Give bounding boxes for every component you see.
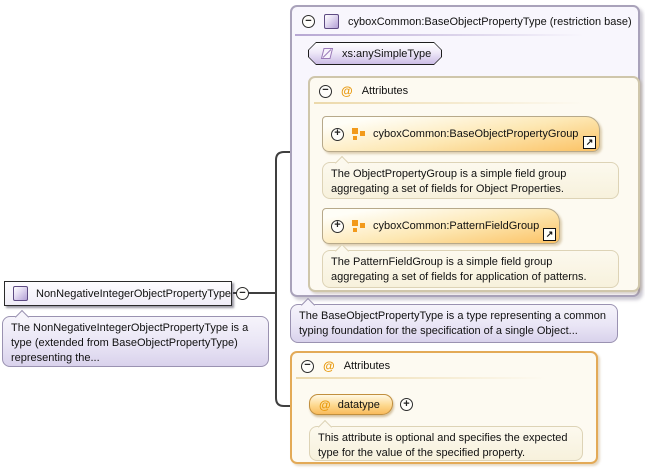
own-attributes-section: − @ Attributes @ datatype + This attribu… — [290, 351, 598, 464]
root-type-label: NonNegativeIntegerObjectPropertyType — [36, 287, 232, 300]
root-type-doc-text: The NonNegativeIntegerObjectPropertyType… — [11, 322, 249, 364]
expand-toggle-group[interactable]: + — [331, 219, 344, 233]
attr-group-base-object-property-group[interactable]: + cyboxCommon:BaseObjectPropertyGroup ↗ — [322, 116, 600, 152]
attr-name-label: datatype — [337, 398, 380, 411]
attr-group-doc: The ObjectPropertyGroup is a simple fiel… — [322, 155, 619, 199]
attributes-header: − @ Attributes — [301, 359, 390, 373]
base-type-doc: The BaseObjectPropertyType is a type rep… — [290, 297, 618, 343]
attributes-label: Attributes — [361, 85, 409, 97]
simple-type-icon — [319, 47, 334, 60]
type-box-root[interactable]: NonNegativeIntegerObjectPropertyType — [4, 281, 232, 306]
attr-group-label: cyboxCommon:BaseObjectPropertyGroup — [373, 128, 579, 140]
panel-header: − cyboxCommon:BaseObjectPropertyType (re… — [302, 14, 632, 29]
collapse-toggle-base-type[interactable]: − — [302, 15, 315, 28]
collapse-toggle-root[interactable]: − — [236, 287, 249, 300]
base-type-doc-text: The BaseObjectPropertyType is a type rep… — [299, 310, 606, 337]
jump-link-icon[interactable]: ↗ — [543, 228, 556, 241]
attr-group-doc: The PatternFieldGroup is a simple field … — [322, 243, 619, 288]
attr-datatype-doc: This attribute is optional and specifies… — [309, 419, 583, 461]
attr-group-doc-text: The PatternFieldGroup is a simple field … — [331, 256, 587, 283]
expand-toggle-datatype[interactable]: + — [400, 398, 413, 411]
attr-datatype[interactable]: @ datatype — [309, 394, 393, 415]
attribute-group-icon — [352, 127, 365, 140]
base-type-panel: − cyboxCommon:BaseObjectPropertyType (re… — [290, 5, 640, 297]
separator — [314, 102, 632, 104]
attributes-header: − @ Attributes — [319, 84, 408, 98]
base-simple-type-badge-inner: xs:anySimpleType — [309, 43, 441, 64]
separator — [295, 34, 635, 36]
separator — [296, 377, 590, 379]
root-type-doc: The NonNegativeIntegerObjectPropertyType… — [2, 309, 269, 367]
attr-group-label: cyboxCommon:PatternFieldGroup — [373, 220, 540, 232]
collapse-toggle-attributes[interactable]: − — [319, 84, 332, 98]
base-attributes-section: − @ Attributes + cyboxCommon:BaseObjectP… — [308, 76, 640, 292]
attr-datatype-doc-text: This attribute is optional and specifies… — [318, 432, 568, 459]
complex-type-icon — [13, 286, 28, 301]
attr-group-doc-text: The ObjectPropertyGroup is a simple fiel… — [331, 168, 567, 195]
attr-group-pattern-field-group[interactable]: + cyboxCommon:PatternFieldGroup ↗ — [322, 208, 560, 244]
attributes-label: Attributes — [343, 360, 391, 372]
collapse-toggle-attributes[interactable]: − — [301, 359, 314, 373]
panel-title: cyboxCommon:BaseObjectPropertyType (rest… — [348, 15, 632, 28]
attribute-icon: @ — [319, 397, 331, 412]
attribute-icon: @ — [341, 84, 353, 98]
jump-link-icon[interactable]: ↗ — [583, 136, 596, 149]
complex-type-icon — [324, 14, 339, 29]
expand-toggle-group[interactable]: + — [331, 127, 344, 141]
attribute-group-icon — [352, 219, 365, 232]
simple-type-label: xs:anySimpleType — [342, 47, 432, 60]
attribute-icon: @ — [323, 359, 335, 373]
base-simple-type-badge[interactable]: xs:anySimpleType — [308, 42, 442, 65]
